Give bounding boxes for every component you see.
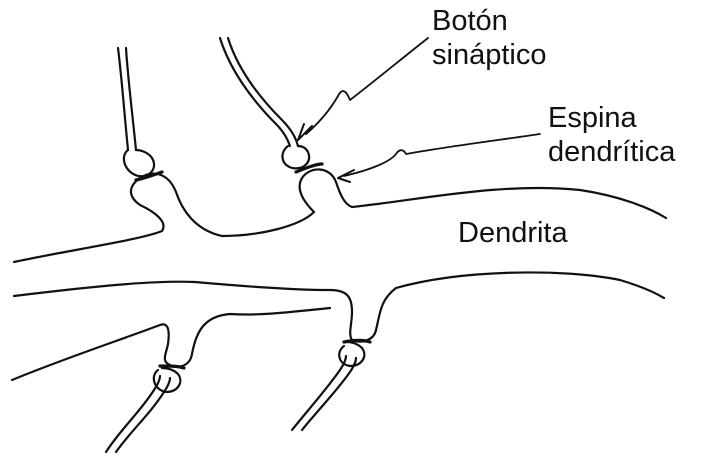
arrowhead-boton-sinaptico	[298, 124, 312, 140]
bouton-upper-middle	[282, 146, 309, 168]
synaptic-cleft-lower-middle	[344, 341, 370, 343]
label-boton-line1: Botón	[432, 4, 546, 38]
leader-espina-dendritica	[344, 134, 540, 176]
axon-lower-left-inner	[116, 378, 170, 452]
axon-lower-middle	[292, 356, 346, 430]
axon-lower-left	[106, 376, 160, 452]
dendrite-lower-outline	[14, 272, 664, 341]
dendrite-upper-outline	[14, 169, 666, 262]
label-espina-dendritica: Espina dendrítica	[548, 101, 675, 169]
bouton-upper-left	[124, 150, 154, 176]
label-espina-line2: dendrítica	[548, 135, 675, 169]
axon-upper-middle-inner	[228, 38, 298, 146]
label-dendrita: Dendrita	[458, 216, 568, 250]
leader-boton-sinaptico	[306, 38, 428, 134]
axon-lower-middle-inner	[302, 358, 356, 430]
bouton-lower-middle	[339, 342, 364, 366]
label-boton-line2: sináptico	[432, 38, 546, 72]
label-boton-sinaptico: Botón sináptico	[432, 4, 546, 72]
axon-upper-middle	[220, 38, 290, 146]
label-espina-line1: Espina	[548, 101, 675, 135]
